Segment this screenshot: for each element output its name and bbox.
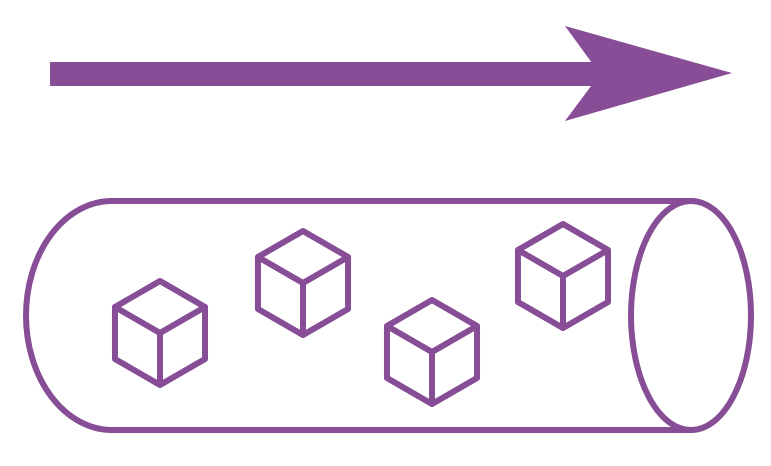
cube-icon bbox=[383, 297, 481, 407]
cube-top-edges bbox=[113, 304, 207, 336]
cube-icon bbox=[254, 228, 352, 338]
arrow-head bbox=[565, 26, 732, 121]
cylinder-pipe-icon bbox=[23, 198, 754, 433]
cube-top-edges bbox=[516, 247, 610, 279]
cube-top-edges bbox=[385, 323, 479, 355]
cube-top-edges bbox=[256, 254, 350, 286]
cube-icon bbox=[514, 221, 612, 331]
arrow-shaft bbox=[50, 62, 610, 86]
arrow-right-icon bbox=[50, 26, 732, 121]
cube-group bbox=[111, 221, 612, 407]
tube-body bbox=[23, 198, 694, 433]
tube-opening bbox=[628, 198, 754, 433]
cube-icon bbox=[111, 278, 209, 388]
